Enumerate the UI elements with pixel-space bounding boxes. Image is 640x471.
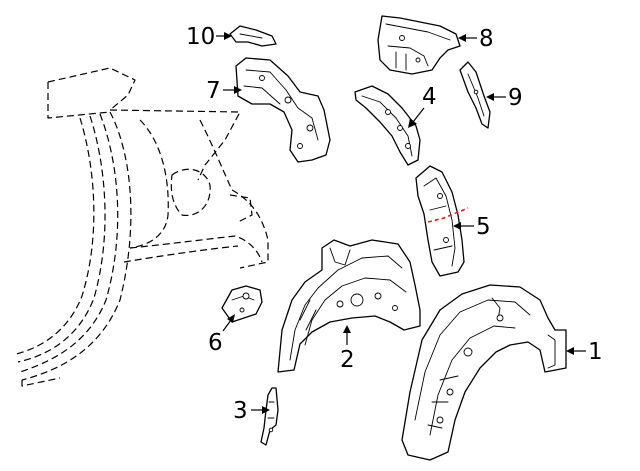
callout-2: 2 <box>340 325 355 373</box>
callout-label: 7 <box>206 78 221 104</box>
callout-10: 10 <box>186 24 232 50</box>
part-8-bracket-assembly <box>377 15 461 75</box>
callout-label: 1 <box>588 339 603 365</box>
callout-label: 2 <box>340 347 355 373</box>
callout-9: 9 <box>486 85 523 111</box>
callout-1: 1 <box>566 339 603 365</box>
part-5-reinforcement <box>415 165 469 277</box>
part-6-bracket <box>221 285 263 323</box>
quarter-panel-outline <box>15 67 269 387</box>
callout-3: 3 <box>233 398 270 424</box>
callout-label: 3 <box>233 398 248 424</box>
callout-8: 8 <box>458 26 494 52</box>
callout-label: 10 <box>186 24 215 50</box>
callout-label: 5 <box>476 214 491 240</box>
part-1-wheelhouse-inner <box>401 284 567 461</box>
callout-label: 8 <box>479 26 494 52</box>
callout-4: 4 <box>408 84 437 128</box>
callout-5: 5 <box>453 214 491 240</box>
part-7-upper-pillar <box>235 57 331 163</box>
part-9-bracket <box>459 61 491 129</box>
part-2-wheelhouse-outer <box>277 239 421 373</box>
part-4-extension <box>354 85 421 166</box>
callout-7: 7 <box>206 78 242 104</box>
callout-6: 6 <box>208 314 235 356</box>
part-3-bracket <box>260 387 279 446</box>
callout-label: 4 <box>422 84 437 110</box>
callout-label: 9 <box>508 85 523 111</box>
callout-label: 6 <box>208 330 223 356</box>
part-10-clip <box>229 25 277 47</box>
